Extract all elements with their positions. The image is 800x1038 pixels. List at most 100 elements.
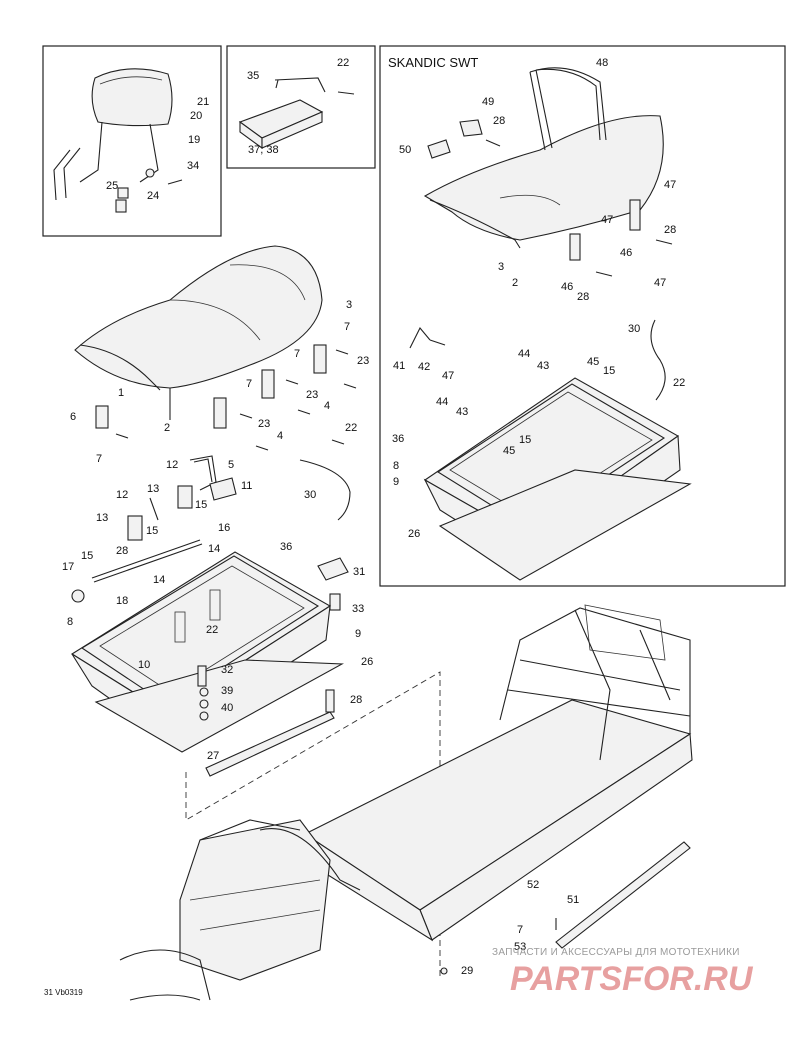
callout-6: 6 xyxy=(70,411,76,423)
callout-36: 36 xyxy=(280,541,292,553)
callout-20: 20 xyxy=(190,110,202,122)
skandic-storage-box xyxy=(409,319,692,581)
callout-24: 24 xyxy=(147,190,159,202)
callout-37-38: 37, 38 xyxy=(248,144,279,156)
callout-30: 30 xyxy=(304,489,316,501)
callout-22: 22 xyxy=(337,57,349,69)
callout-3: 3 xyxy=(498,261,504,273)
callout-7: 7 xyxy=(517,924,523,936)
callout-28: 28 xyxy=(577,291,589,303)
callout-29: 29 xyxy=(461,965,473,977)
backrest-illustration xyxy=(53,68,183,213)
callout-34: 34 xyxy=(187,160,199,172)
skandic-seat-illustration xyxy=(423,67,673,277)
callout-41: 41 xyxy=(393,360,405,372)
callout-12: 12 xyxy=(116,489,128,501)
callout-15: 15 xyxy=(146,525,158,537)
callout-26: 26 xyxy=(361,656,373,668)
callout-45: 45 xyxy=(587,356,599,368)
callout-4: 4 xyxy=(277,430,283,442)
chassis-illustration xyxy=(119,604,693,1001)
callout-22: 22 xyxy=(206,624,218,636)
callout-48: 48 xyxy=(596,57,608,69)
latch-assembly xyxy=(71,455,349,611)
callout-53: 53 xyxy=(514,941,526,953)
drawing-code: 31 Vb0319 xyxy=(44,988,83,997)
inset-box-skandic-swt xyxy=(379,45,786,587)
callout-42: 42 xyxy=(418,361,430,373)
callout-7: 7 xyxy=(246,378,252,390)
callout-22: 22 xyxy=(345,422,357,434)
callout-25: 25 xyxy=(106,180,118,192)
callout-35: 35 xyxy=(247,70,259,82)
callout-13: 13 xyxy=(147,483,159,495)
callout-3: 3 xyxy=(346,299,352,311)
watermark-brand: PARTSFOR.RU xyxy=(510,960,754,998)
callout-46: 46 xyxy=(561,281,573,293)
callout-9: 9 xyxy=(355,628,361,640)
callout-51: 51 xyxy=(567,894,579,906)
callout-23: 23 xyxy=(306,389,318,401)
callout-22: 22 xyxy=(673,377,685,389)
callout-46: 46 xyxy=(620,247,632,259)
callout-39: 39 xyxy=(221,685,233,697)
callout-21: 21 xyxy=(197,96,209,108)
callout-23: 23 xyxy=(258,418,270,430)
callout-9: 9 xyxy=(393,476,399,488)
callout-7: 7 xyxy=(344,321,350,333)
callout-47: 47 xyxy=(601,214,613,226)
callout-12: 12 xyxy=(166,459,178,471)
main-seat-illustration xyxy=(74,245,323,420)
callout-2: 2 xyxy=(512,277,518,289)
callout-15: 15 xyxy=(195,499,207,511)
callout-50: 50 xyxy=(399,144,411,156)
callout-44: 44 xyxy=(518,348,530,360)
callout-28: 28 xyxy=(350,694,362,706)
watermark-tagline: ЗАПЧАСТИ И АКСЕССУАРЫ ДЛЯ МОТОТЕХНИКИ xyxy=(492,947,740,958)
callout-26: 26 xyxy=(408,528,420,540)
callout-18: 18 xyxy=(116,595,128,607)
callout-16: 16 xyxy=(218,522,230,534)
callout-47: 47 xyxy=(664,179,676,191)
callout-47: 47 xyxy=(654,277,666,289)
callout-52: 52 xyxy=(527,879,539,891)
callout-11: 11 xyxy=(241,480,252,492)
callout-33: 33 xyxy=(352,603,364,615)
callout-40: 40 xyxy=(221,702,233,714)
callout-45: 45 xyxy=(503,445,515,457)
callout-5: 5 xyxy=(228,459,234,471)
callout-15: 15 xyxy=(519,434,531,446)
callout-14: 14 xyxy=(208,543,220,555)
callout-4: 4 xyxy=(324,400,330,412)
watermark: ЗАПЧАСТИ И АКСЕССУАРЫ ДЛЯ МОТОТЕХНИКИ PA… xyxy=(492,947,754,998)
callout-17: 17 xyxy=(62,561,74,573)
callout-8: 8 xyxy=(67,616,73,628)
callout-15: 15 xyxy=(81,550,93,562)
callout-10: 10 xyxy=(138,659,150,671)
callout-labels: 22 35 37, 38 21 20 19 34 25 24 SKANDIC S… xyxy=(44,55,685,997)
callout-28: 28 xyxy=(116,545,128,557)
callout-8: 8 xyxy=(393,460,399,472)
callout-31: 31 xyxy=(353,566,365,578)
callout-30: 30 xyxy=(628,323,640,335)
callout-14: 14 xyxy=(153,574,165,586)
callout-28: 28 xyxy=(664,224,676,236)
callout-1: 1 xyxy=(118,387,124,399)
callout-36: 36 xyxy=(392,433,404,445)
callout-49: 49 xyxy=(482,96,494,108)
main-storage-box xyxy=(70,459,351,753)
callout-7: 7 xyxy=(294,348,300,360)
bracket-parts xyxy=(95,344,357,451)
callout-28: 28 xyxy=(493,115,505,127)
callout-19: 19 xyxy=(188,134,200,146)
pad-illustration xyxy=(238,77,355,150)
callout-47: 47 xyxy=(442,370,454,382)
callout-23: 23 xyxy=(357,355,369,367)
inset-title: SKANDIC SWT xyxy=(388,55,478,70)
callout-13: 13 xyxy=(96,512,108,524)
inset-box-backrest xyxy=(42,45,222,237)
callout-43: 43 xyxy=(456,406,468,418)
inset-box-pad xyxy=(226,45,376,169)
callout-44: 44 xyxy=(436,396,448,408)
